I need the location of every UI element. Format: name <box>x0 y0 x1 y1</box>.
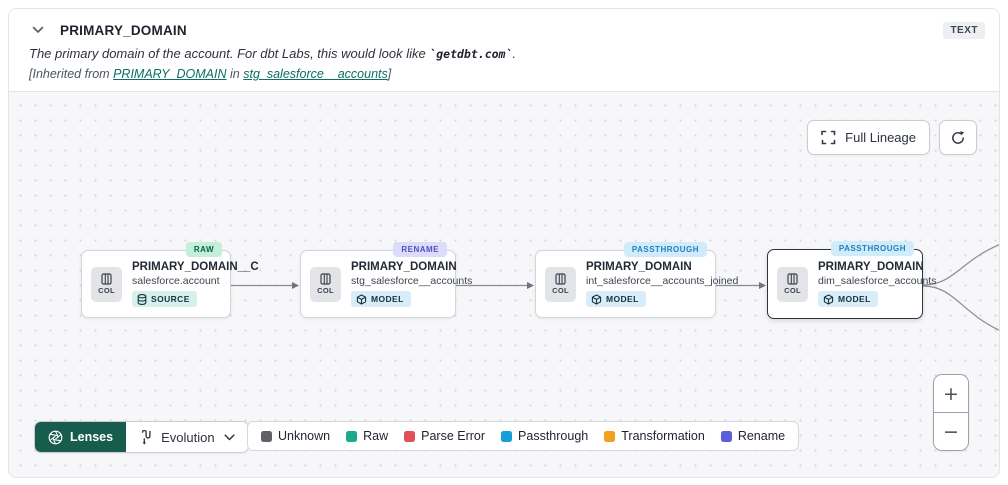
cube-icon <box>823 293 834 305</box>
node-subtitle: stg_salesforce__accounts <box>351 275 473 287</box>
collapse-chevron-icon[interactable] <box>29 21 47 39</box>
zoom-controls: + − <box>933 374 969 451</box>
legend-label: Unknown <box>278 429 331 443</box>
cube-icon <box>591 293 602 305</box>
column-chip: COL <box>777 266 808 302</box>
lens-selector-dropdown[interactable]: Evolution <box>126 422 248 452</box>
lineage-widget: PRIMARY_DOMAIN TEXT The primary domain o… <box>8 8 1000 478</box>
inherited-column-link[interactable]: PRIMARY_DOMAIN <box>113 67 227 81</box>
node-body: PRIMARY_DOMAIN dim_salesforce_accounts M… <box>818 261 936 307</box>
refresh-icon <box>952 130 965 144</box>
node-title: PRIMARY_DOMAIN <box>351 261 457 273</box>
legend-label: Rename <box>737 429 786 443</box>
zoom-out-button[interactable]: − <box>934 413 968 450</box>
lenses-control: Lenses Evolution <box>34 421 249 453</box>
resource-label: SOURCE <box>151 294 190 304</box>
description-period: . <box>512 46 517 61</box>
lens-selected-value: Evolution <box>161 429 215 445</box>
inherited-suffix: ] <box>387 67 392 81</box>
resource-type-badge: SOURCE <box>132 291 197 307</box>
resource-label: MODEL <box>371 294 404 304</box>
evolution-tag: RAW <box>185 242 222 257</box>
legend-swatch-raw <box>346 430 358 442</box>
column-chip: COL <box>310 266 341 302</box>
header-row: PRIMARY_DOMAIN TEXT <box>29 21 985 39</box>
inherited-model-link[interactable]: stg_salesforce__accounts <box>243 67 388 81</box>
canvas-toolbar: Full Lineage <box>807 120 977 155</box>
refresh-button[interactable] <box>939 120 977 155</box>
legend-item: Parse Error <box>404 429 485 443</box>
column-chip: COL <box>545 266 576 302</box>
node-title: PRIMARY_DOMAIN <box>586 261 692 273</box>
inherited-middle: in <box>226 67 244 81</box>
cube-icon <box>356 293 367 305</box>
data-type-badge: TEXT <box>943 21 985 39</box>
resource-type-badge: MODEL <box>818 291 878 307</box>
legend-swatch-rename <box>720 430 732 442</box>
column-chip: COL <box>91 266 122 302</box>
legend-item: Transformation <box>604 429 705 443</box>
zoom-in-button[interactable]: + <box>934 375 968 412</box>
lineage-node-staging[interactable]: RENAME COL PRIMARY_DOMAIN stg_salesforce… <box>300 242 472 318</box>
inherited-prefix: [Inherited from <box>29 67 114 81</box>
fullscreen-icon <box>821 130 836 145</box>
lenses-button[interactable]: Lenses <box>35 422 127 452</box>
column-icon <box>555 273 566 285</box>
chevron-down-icon <box>224 433 235 440</box>
inherited-from-line: [Inherited from PRIMARY_DOMAIN in stg_sa… <box>29 67 985 81</box>
description-code: `getdbt.com` <box>429 47 513 61</box>
lineage-node-source[interactable]: RAW COL PRIMARY_DOMAIN__C salesforce.acc… <box>81 242 259 318</box>
legend-label: Raw <box>363 429 389 443</box>
node-subtitle: int_salesforce__accounts_joined <box>586 275 739 287</box>
lenses-label: Lenses <box>70 430 114 444</box>
evolution-tag: RENAME <box>393 242 447 257</box>
legend-item: Raw <box>346 429 388 443</box>
legend-label: Passthrough <box>518 429 589 443</box>
aperture-icon <box>48 430 63 444</box>
full-lineage-label: Full Lineage <box>845 130 916 145</box>
legend-item: Passthrough <box>501 429 588 443</box>
node-title: PRIMARY_DOMAIN__C <box>132 261 259 273</box>
node-body: PRIMARY_DOMAIN int_salesforce__accounts_… <box>586 261 738 307</box>
full-lineage-button[interactable]: Full Lineage <box>807 120 930 155</box>
legend-swatch-unknown <box>261 430 272 442</box>
legend-label: Transformation <box>621 429 705 443</box>
column-icon <box>787 273 798 285</box>
description-text: The primary domain of the account. For d… <box>29 46 430 61</box>
column-icon <box>320 273 331 285</box>
zoom-divider <box>934 412 968 413</box>
legend-item: Rename <box>720 429 786 443</box>
lineage-node-dim-selected[interactable]: PASSTHROUGH COL PRIMARY_DOMAIN dim_sales… <box>767 241 936 319</box>
database-icon <box>137 293 147 305</box>
evolution-legend: Unknown Raw Parse Error Passthrough Tran… <box>247 421 800 451</box>
column-header-panel: PRIMARY_DOMAIN TEXT The primary domain o… <box>9 9 999 92</box>
node-title: PRIMARY_DOMAIN <box>818 261 924 273</box>
node-body: PRIMARY_DOMAIN stg_salesforce__accounts … <box>351 261 472 307</box>
legend-swatch-parse-error <box>404 430 416 442</box>
legend-swatch-transformation <box>604 430 616 442</box>
node-body: PRIMARY_DOMAIN__C salesforce.account SOU… <box>132 261 259 307</box>
col-chip-label: COL <box>552 286 569 295</box>
column-title: PRIMARY_DOMAIN <box>60 22 187 38</box>
col-chip-label: COL <box>317 286 334 295</box>
node-subtitle: salesforce.account <box>132 275 220 287</box>
lineage-node-intermediate[interactable]: PASSTHROUGH COL PRIMARY_DOMAIN int_sales… <box>535 242 738 318</box>
resource-type-badge: MODEL <box>586 291 646 307</box>
lineage-canvas[interactable]: Full Lineage RAW COL PRIMARY_DOMAIN__C s… <box>9 92 999 477</box>
evolution-tag: PASSTHROUGH <box>830 241 914 256</box>
legend-item: Unknown <box>261 429 330 443</box>
resource-type-badge: MODEL <box>351 291 411 307</box>
col-chip-label: COL <box>98 286 115 295</box>
legend-swatch-passthrough <box>501 430 513 442</box>
evolution-icon <box>141 429 151 445</box>
column-description: The primary domain of the account. For d… <box>29 46 985 61</box>
legend-label: Parse Error <box>421 429 486 443</box>
node-subtitle: dim_salesforce_accounts <box>818 275 937 287</box>
col-chip-label: COL <box>784 286 801 295</box>
resource-label: MODEL <box>838 294 871 304</box>
column-icon <box>101 273 112 285</box>
evolution-tag: PASSTHROUGH <box>623 242 707 257</box>
resource-label: MODEL <box>606 294 639 304</box>
